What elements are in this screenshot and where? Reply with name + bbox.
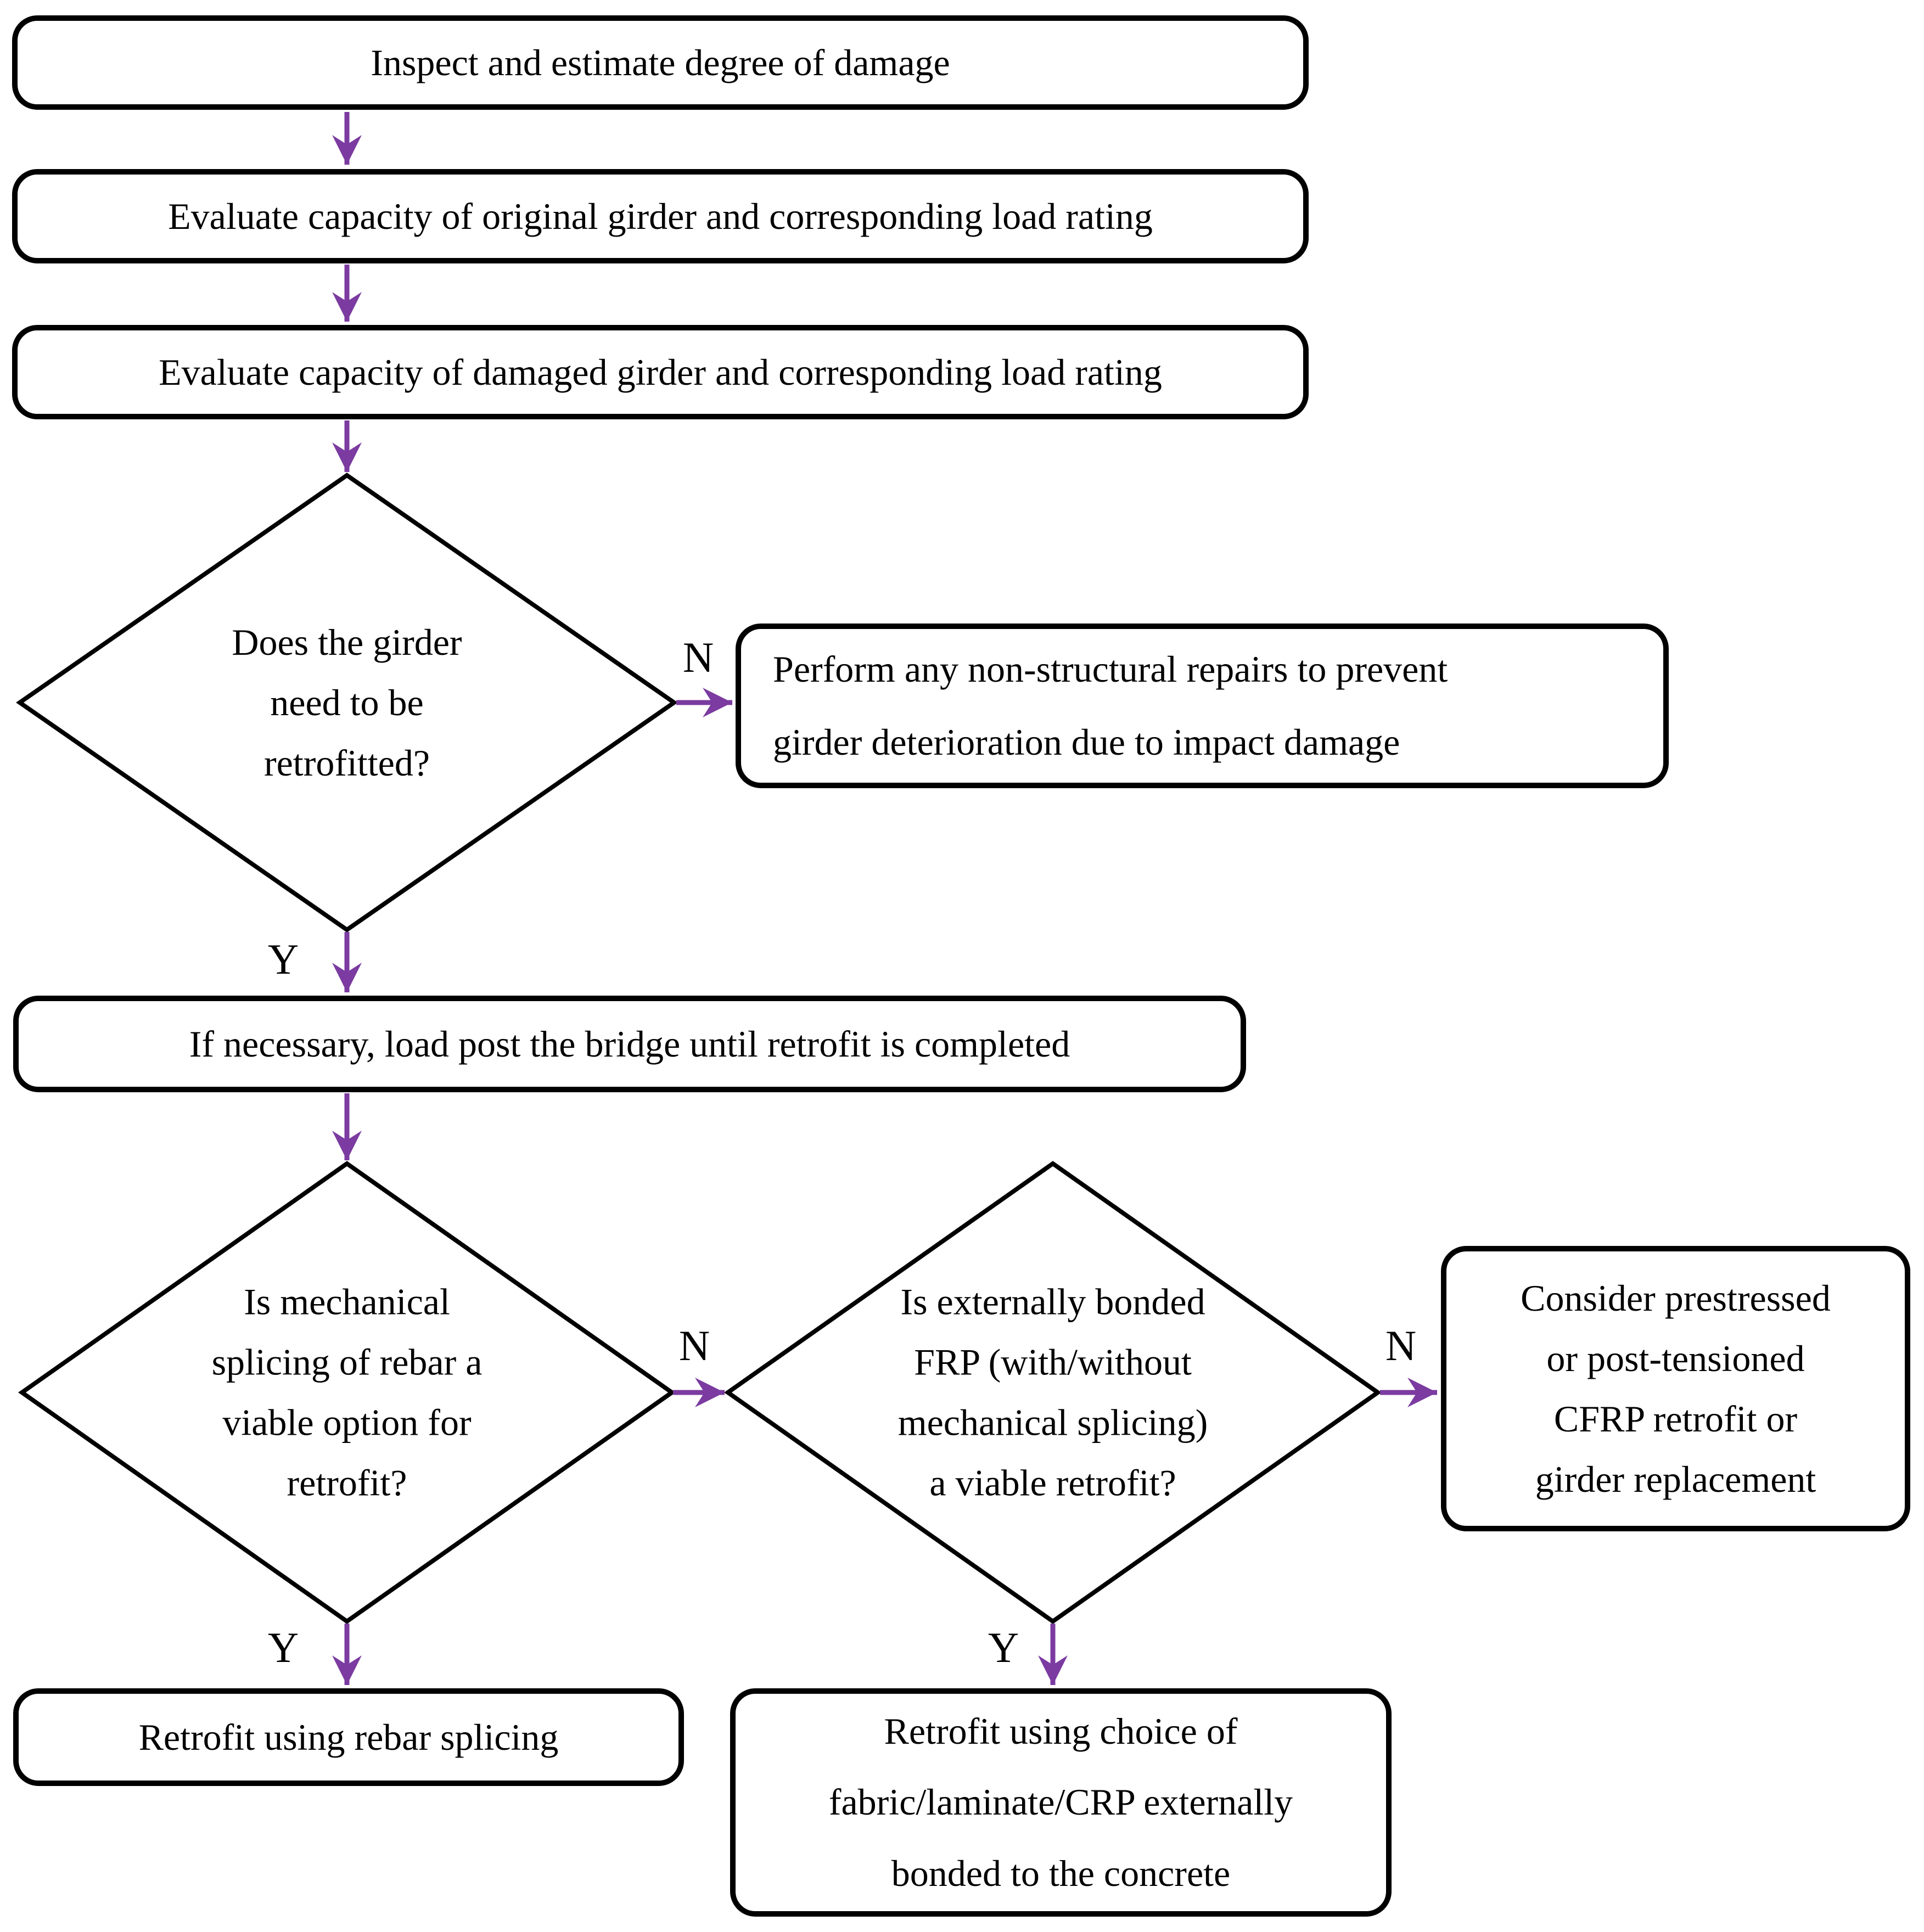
node-eval-original-girder-label: Evaluate capacity of original girder and… [168, 195, 1153, 237]
node-retrofit-rebar-splicing: Retrofit using rebar splicing [13, 1688, 684, 1786]
decision-mech-splicing-shape [18, 1161, 676, 1624]
branch-label-yes-decision1: Y [267, 935, 299, 983]
branch-label-yes-decision2: Y [267, 1624, 299, 1671]
node-consider-cfrp: Consider prestressed or post-tensioned C… [1441, 1246, 1910, 1531]
decision-mech-splicing-label: Is mechanical splicing of rebar a viable… [211, 1280, 483, 1504]
node-load-post-bridge-label: If necessary, load post the bridge until… [189, 1023, 1070, 1065]
node-retrofit-rebar-splicing-label: Retrofit using rebar splicing [138, 1716, 559, 1758]
node-inspect-damage: Inspect and estimate degree of damage [12, 15, 1309, 110]
node-consider-cfrp-label: Consider prestressed or post-tensioned C… [1521, 1277, 1831, 1501]
node-retrofit-frp-choice-label: Retrofit using choice of fabric/laminate… [828, 1710, 1293, 1894]
node-eval-damaged-girder-label: Evaluate capacity of damaged girder and … [159, 351, 1162, 393]
decision-need-retrofit-label: Does the girder need to be retrofitted? [232, 621, 462, 784]
node-load-post-bridge: If necessary, load post the bridge until… [13, 996, 1246, 1092]
node-nonstructural-repairs-label: Perform any non-structural repairs to pr… [773, 648, 1448, 763]
node-eval-damaged-girder: Evaluate capacity of damaged girder and … [12, 325, 1309, 419]
branch-label-no-decision2: N [678, 1322, 710, 1369]
decision-need-retrofit-shape [15, 473, 678, 933]
node-retrofit-frp-choice: Retrofit using choice of fabric/laminate… [730, 1688, 1392, 1917]
decision-ext-frp-shape [724, 1161, 1382, 1624]
node-inspect-damage-label: Inspect and estimate degree of damage [371, 41, 950, 83]
branch-label-no-decision1: N [682, 633, 714, 681]
node-eval-original-girder: Evaluate capacity of original girder and… [12, 169, 1309, 263]
branch-label-yes-decision3: Y [988, 1624, 1019, 1671]
node-nonstructural-repairs: Perform any non-structural repairs to pr… [736, 624, 1669, 788]
decision-ext-frp-label: Is externally bonded FRP (with/without m… [898, 1280, 1208, 1504]
branch-label-no-decision3: N [1385, 1322, 1417, 1369]
